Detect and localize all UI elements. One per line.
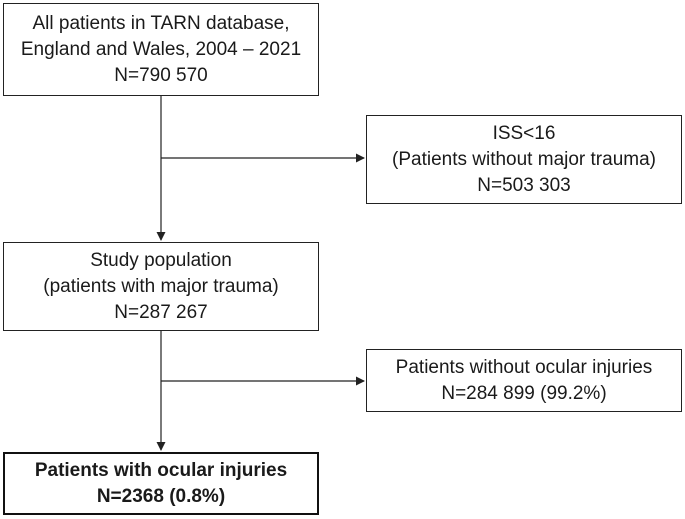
- all-patients-line2: England and Wales, 2004 – 2021: [20, 38, 302, 60]
- all-patients-line1: All patients in TARN database,: [32, 12, 290, 34]
- iss-exclusion-line2: (Patients without major trauma): [392, 148, 656, 170]
- without-ocular-line1: Patients without ocular injuries: [395, 356, 653, 378]
- all-patients-count: N=790 570: [114, 64, 208, 86]
- without-ocular-box: Patients without ocular injuries N=284 8…: [366, 349, 682, 412]
- study-population-box: Study population (patients with major tr…: [3, 242, 319, 331]
- iss-exclusion-line1: ISS<16: [492, 122, 556, 144]
- study-population-line2: (patients with major trauma): [43, 275, 279, 297]
- with-ocular-count: N=2368 (0.8%): [96, 485, 226, 507]
- iss-exclusion-count: N=503 303: [477, 174, 571, 196]
- study-population-count: N=287 267: [114, 301, 208, 323]
- without-ocular-count: N=284 899 (99.2%): [441, 382, 607, 404]
- study-population-line1: Study population: [90, 249, 232, 271]
- all-patients-box: All patients in TARN database, England a…: [3, 3, 319, 96]
- with-ocular-box: Patients with ocular injuries N=2368 (0.…: [3, 452, 319, 515]
- iss-exclusion-box: ISS<16 (Patients without major trauma) N…: [366, 115, 682, 204]
- with-ocular-line1: Patients with ocular injuries: [34, 459, 288, 481]
